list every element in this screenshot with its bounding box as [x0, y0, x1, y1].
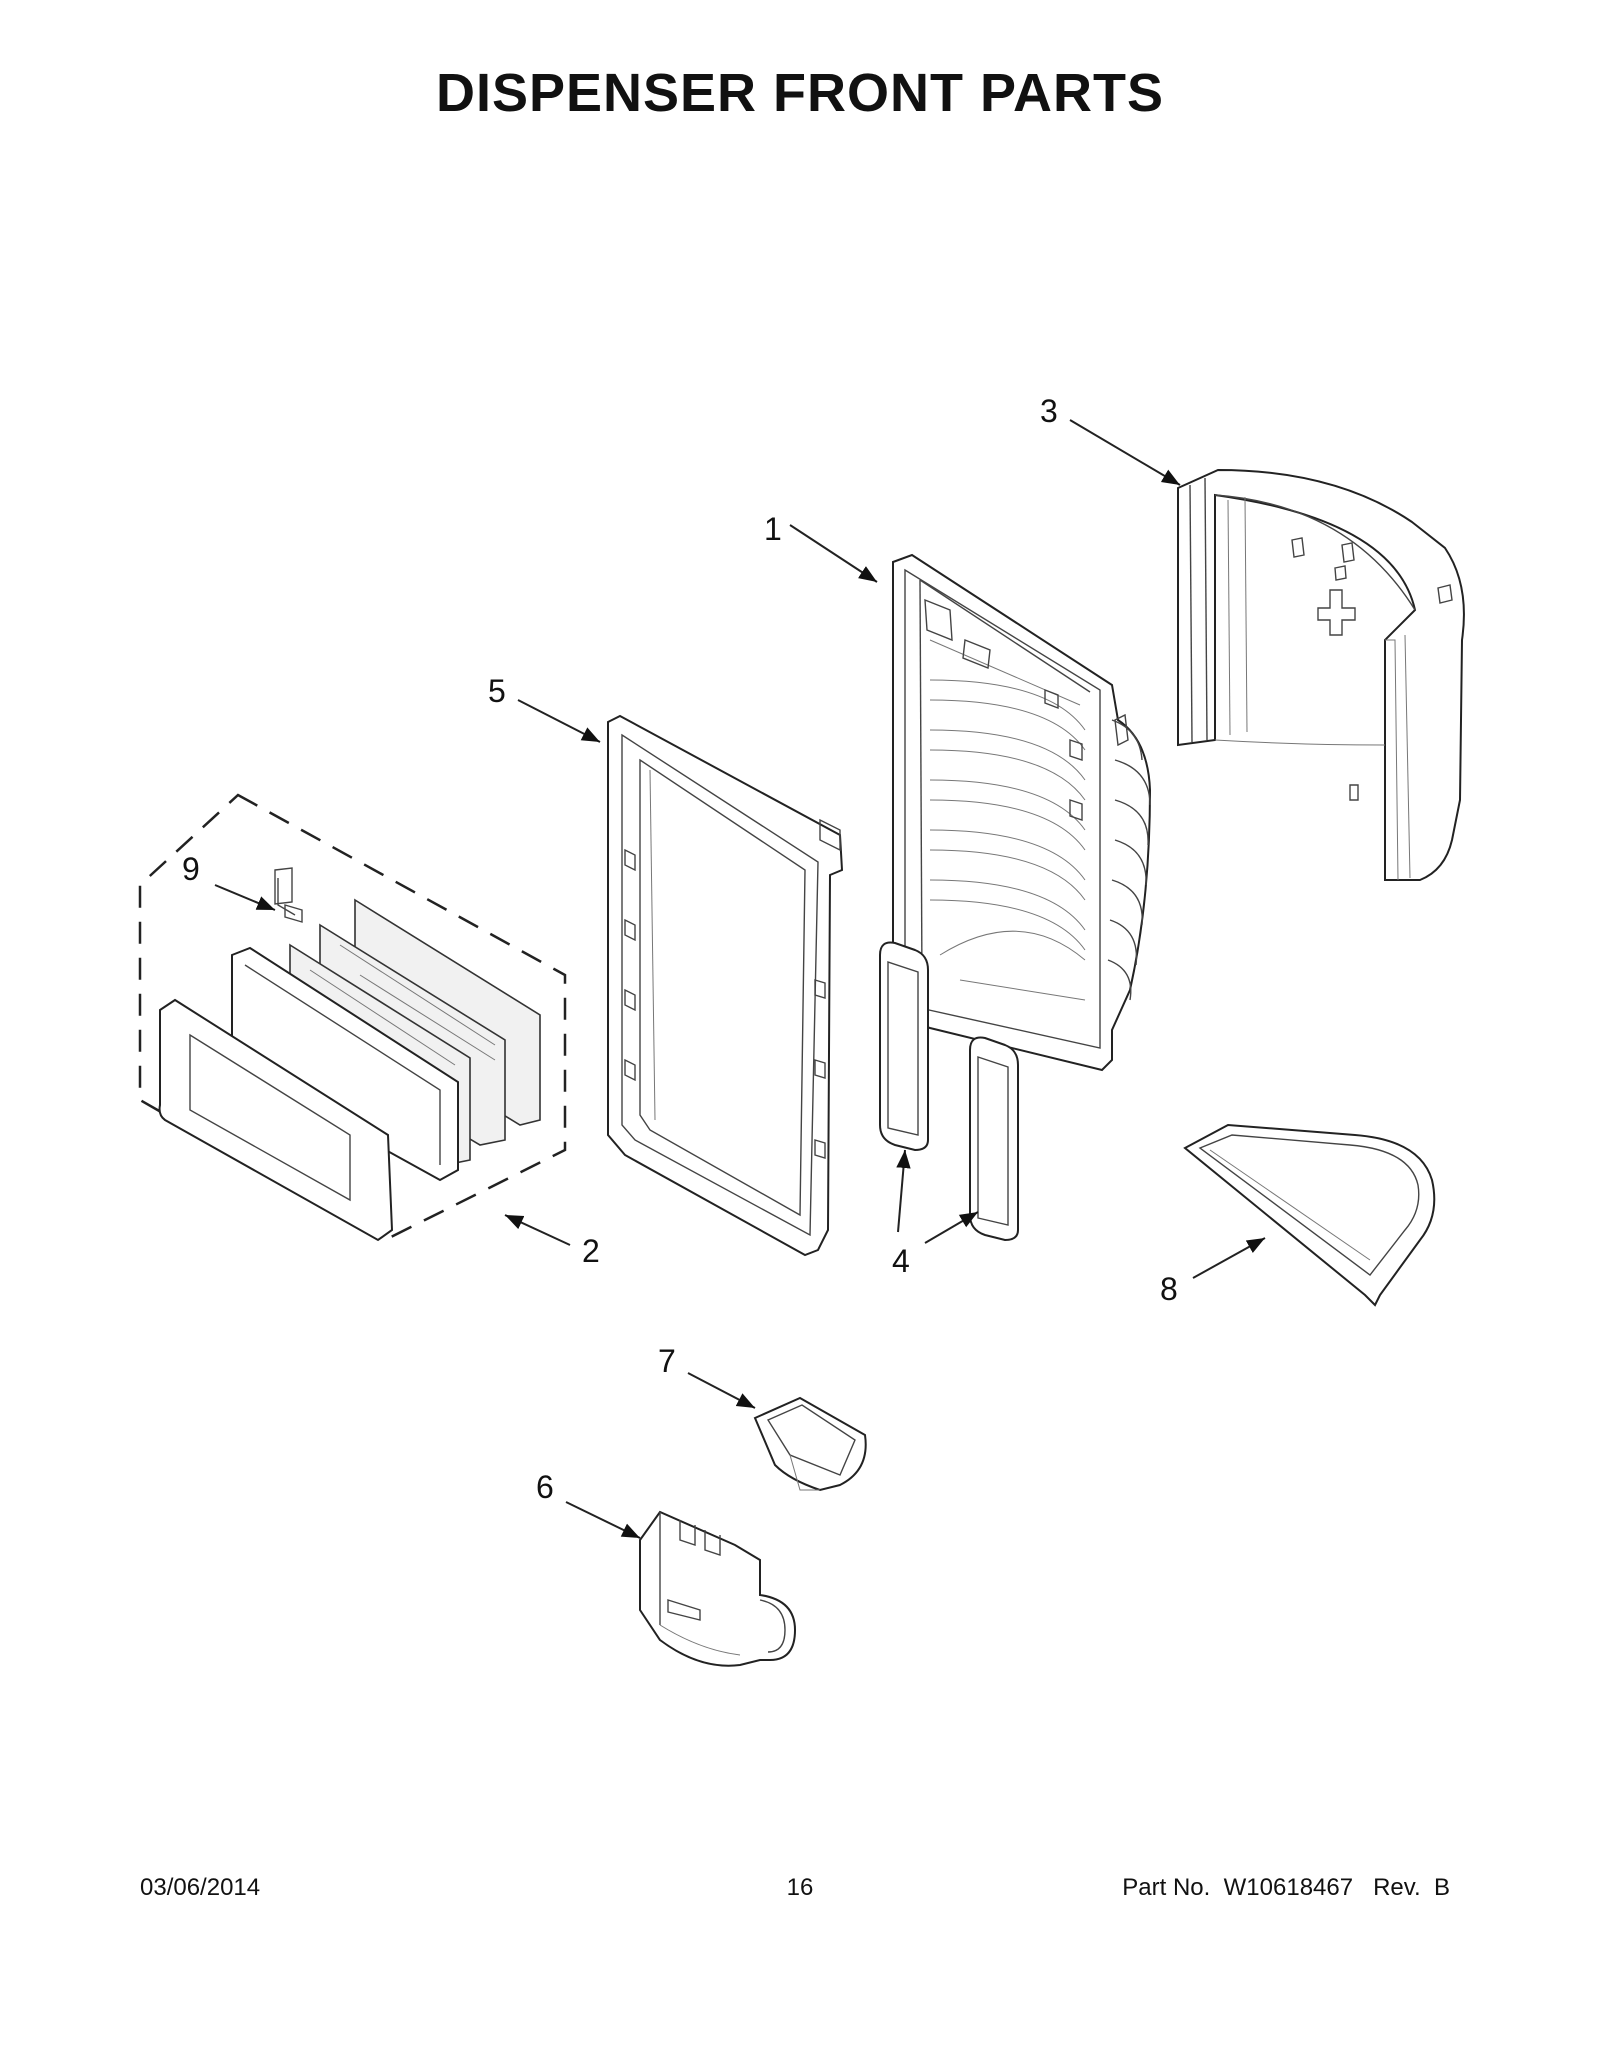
- callout-4: 4: [892, 1243, 910, 1279]
- callout-9: 9: [182, 851, 200, 887]
- part-6-switch-module: [639, 1510, 797, 1667]
- page-title: DISPENSER FRONT PARTS: [435, 63, 1165, 123]
- part-1-dispenser-housing: [892, 553, 1152, 1072]
- callout-8: 8: [1160, 1271, 1178, 1307]
- callout-3: 3: [1040, 393, 1058, 429]
- callout-1: 1: [764, 511, 782, 547]
- callout-2: 2: [582, 1233, 600, 1269]
- footer-page-number: 16: [786, 1874, 814, 1901]
- part-3-rear-cover: [1177, 468, 1465, 881]
- callout-7: 7: [658, 1343, 676, 1379]
- part-9-wire-harness: [277, 878, 296, 916]
- callout-6: 6: [536, 1469, 554, 1505]
- footer-date: 03/06/2014: [140, 1874, 261, 1901]
- callout-arrows: [214, 419, 1266, 1539]
- part-5-trim-frame: [607, 714, 844, 1257]
- callout-5: 5: [488, 673, 506, 709]
- part-7-funnel: [753, 1396, 867, 1492]
- footer-part-number: Part No. W10618467 Rev. B: [1122, 1874, 1450, 1901]
- part-8-drip-tray: [1183, 1123, 1436, 1307]
- part-4-paddles: [879, 941, 1019, 1242]
- part-2-control-panel-assembly: [138, 793, 567, 1242]
